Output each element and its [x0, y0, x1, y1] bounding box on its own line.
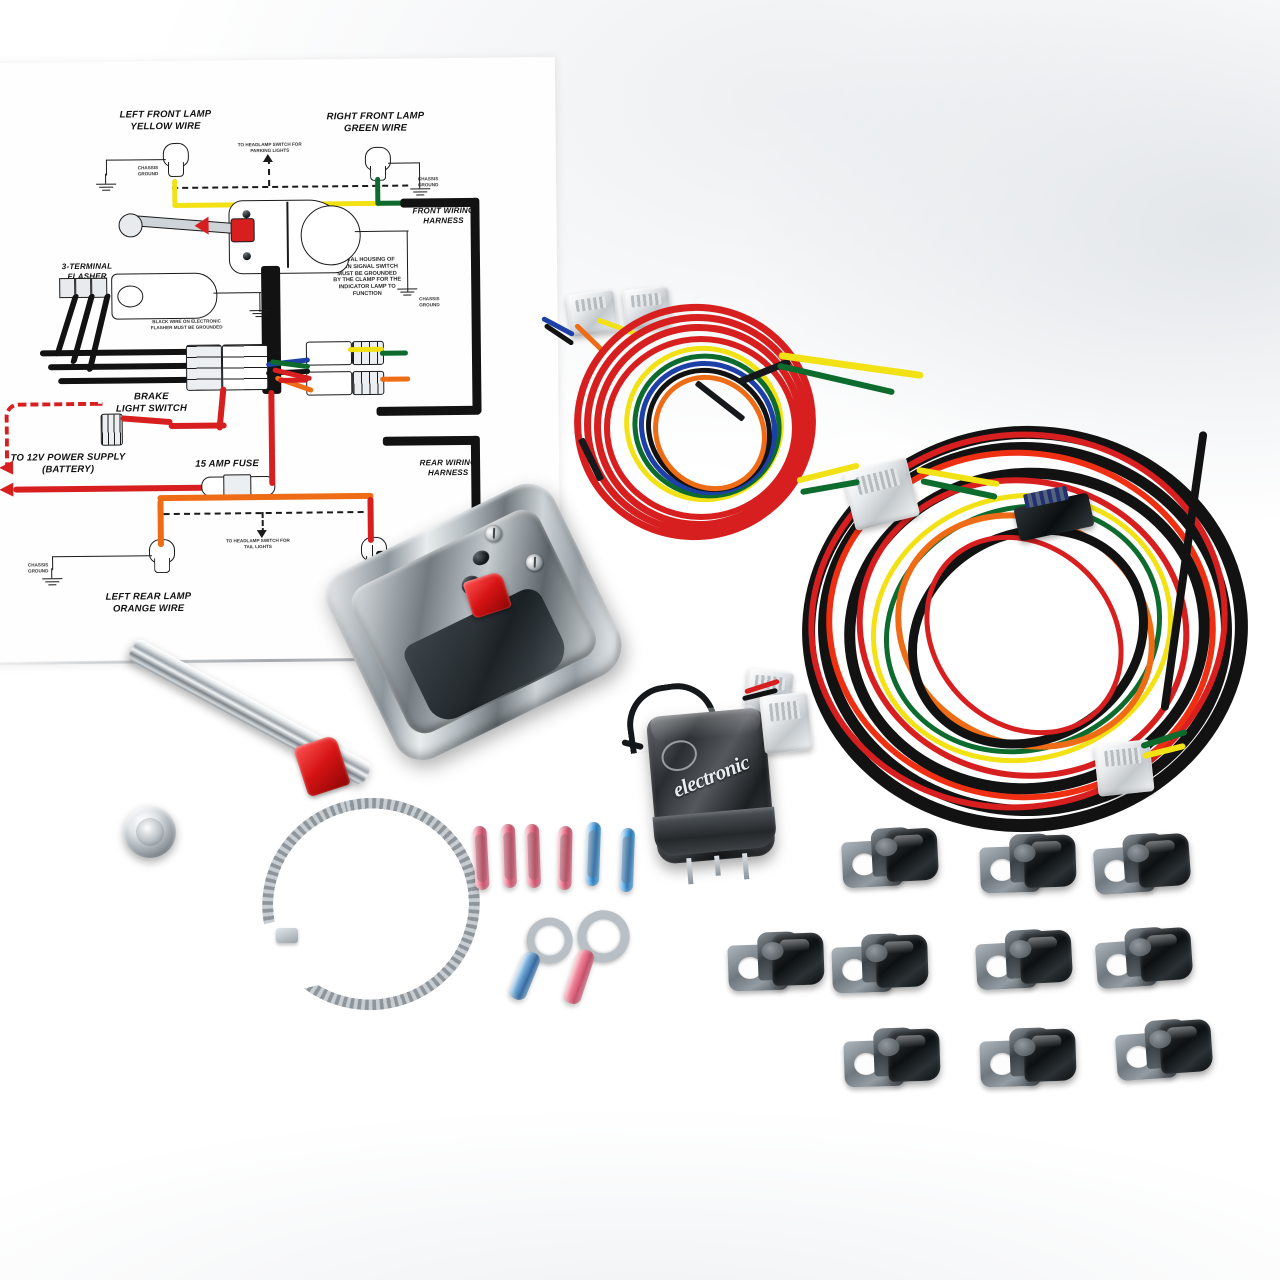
- butt-connector-red-4: [557, 825, 573, 891]
- diagram-wire-red-conn: [278, 377, 309, 383]
- label-flasher-ground-note: BLACK WIRE ON ELECTRONIC FLASHER MUST BE…: [150, 318, 223, 330]
- p-clamp-7: [1094, 923, 1194, 996]
- band-clamp-tip: [276, 928, 298, 943]
- diagram-switch-red-tab: [230, 218, 255, 243]
- label-brake-light-switch: BRAKE LIGHT SWITCH: [115, 391, 188, 415]
- butt-connector-red-1: [472, 825, 490, 891]
- diagram-wire-yellow-conn: [347, 346, 384, 353]
- diagram-brake-switch: [100, 413, 123, 446]
- diagram-red-fuse-up: [268, 451, 276, 486]
- label-chassis-ground-switch: CHASSIS GROUND: [419, 296, 440, 308]
- diagram-arrow-tail: [256, 530, 267, 539]
- diagram-arrow-parking: [262, 153, 273, 163]
- diagram-flasher-run-1: [39, 348, 190, 357]
- label-left-rear-lamp: LEFT REAR LAMP ORANGE WIRE: [105, 590, 192, 615]
- label-left-front-lamp: LEFT FRONT LAMP YELLOW WIRE: [119, 108, 212, 133]
- diagram-switch-arrow: [194, 216, 209, 235]
- diagram-dashed-parking-stem: [267, 157, 271, 186]
- diagram-red-right-rear: [367, 496, 374, 543]
- diagram-arrow-brake: [0, 460, 14, 475]
- label-headlamp-tail-note: TO HEADLAMP SWITCH FOR TAIL LIGHTS: [225, 537, 290, 549]
- flasher-terminal-pins: [686, 853, 750, 885]
- p-clamp-4: [727, 928, 825, 997]
- diagram-flasher-run-3: [58, 376, 191, 385]
- diagram-connector-e: [306, 371, 353, 396]
- diagram-orange-rear-run: [157, 492, 374, 502]
- label-fuse: 15 AMP FUSE: [195, 458, 260, 470]
- harness-loop-red-4: [604, 336, 798, 520]
- diagram-switch-hole-b: [242, 252, 251, 261]
- diagram-arrow-battery: [0, 482, 14, 497]
- p-clamp-2: [979, 830, 1077, 899]
- diagram-switch-knob: [118, 213, 143, 238]
- p-clamp-9: [979, 1024, 1077, 1093]
- diagram-flasher-gnd-lead: [213, 292, 262, 294]
- label-rear-wiring-harness: REAR WIRING HARNESS: [419, 457, 477, 478]
- diagram-wire-orange-conn: [380, 376, 411, 382]
- diagram-connector-f: [352, 370, 385, 396]
- butt-connector-blue-1: [584, 821, 602, 887]
- rear-wiring-harness-coil: [743, 404, 1280, 850]
- diagram-rear-harness-top: [382, 435, 479, 446]
- diagram-connector-b: [221, 344, 269, 391]
- cable-clamp-group: [727, 818, 1280, 1108]
- diagram-front-harness-bottom: [376, 405, 481, 416]
- p-clamp-6: [974, 926, 1074, 997]
- diagram-lead-rf-gnd: [387, 162, 420, 165]
- p-clamp-3: [1092, 829, 1192, 902]
- ground-symbol-flasher: [249, 309, 270, 318]
- label-headlamp-parking-note: TO HEADLAMP SWITCH FOR PARKING LIGHTS: [237, 141, 302, 153]
- diagram-connector-c: [305, 341, 353, 366]
- diagram-lead-lf-gnd: [105, 159, 166, 162]
- diagram-connector-a: [185, 344, 223, 391]
- diagram-switch-clamp: [300, 205, 362, 266]
- diagram-wire-green-conn: [379, 350, 408, 356]
- diagram-switch-gnd-lead: [354, 230, 409, 233]
- label-front-wiring-harness: FRONT WIRING HARNESS: [412, 205, 475, 226]
- ground-symbol-lr: [42, 568, 63, 586]
- label-right-front-lamp: RIGHT FRONT LAMP GREEN WIRE: [326, 110, 425, 134]
- ground-symbol-switch: [397, 288, 418, 296]
- flasher-can: electronic: [645, 703, 778, 885]
- diagram-red-fuse-trunk: [268, 389, 276, 456]
- p-clamp-8: [843, 1024, 941, 1093]
- switch-lever-knob: [124, 806, 176, 858]
- flasher-base-rim: [652, 806, 778, 858]
- butt-connector-red-3: [524, 823, 542, 889]
- ground-symbol-rf: [410, 178, 431, 196]
- diagram-switch-hole-a: [242, 210, 251, 219]
- diagram-front-harness-right: [470, 197, 482, 414]
- molex-connector-flasher: [759, 691, 813, 755]
- diagram-bulb-right-front: [364, 146, 392, 181]
- diagram-red-battery-run: [13, 484, 206, 493]
- p-clamp-5: [831, 930, 929, 999]
- p-clamp-1: [840, 824, 940, 895]
- diagram-front-harness-top: [400, 197, 479, 208]
- ring-terminal-red-barrel: [561, 947, 597, 1007]
- diagram-dashed-brake-path: [4, 401, 104, 473]
- molex-connector-front-a: [565, 288, 619, 338]
- diagram-flasher-run-2: [48, 362, 191, 371]
- diagram-switch-lever: [126, 214, 237, 235]
- butt-connector-blue-2: [618, 827, 636, 893]
- diagram-red-to-brake: [168, 422, 227, 430]
- ground-symbol-lf: [96, 173, 117, 192]
- diagram-dashed-parking: [172, 184, 409, 189]
- butt-connector-group: [470, 821, 650, 902]
- front-wiring-harness-coil: [540, 280, 980, 580]
- butt-connector-red-2: [500, 823, 518, 889]
- diagram-red-brake-left: [120, 415, 173, 426]
- diagram-wire-green-run: [375, 200, 404, 206]
- p-clamp-10: [1114, 1015, 1214, 1088]
- diagram-orange-left-rear: [157, 499, 164, 548]
- diagram-lead-lr-gnd: [52, 555, 153, 558]
